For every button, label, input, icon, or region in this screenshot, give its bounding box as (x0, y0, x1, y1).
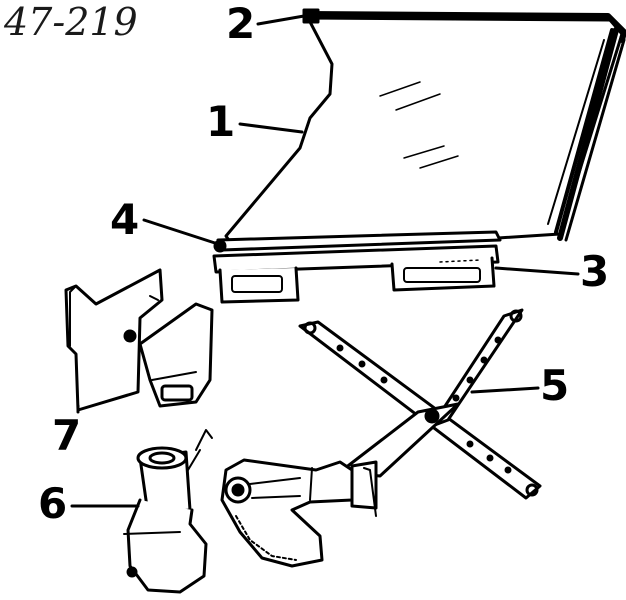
callout-label-4: 4 (110, 195, 140, 244)
leader-line-1 (238, 122, 304, 134)
reference-code: 47-219 (4, 0, 138, 44)
leader-line-5 (470, 386, 540, 394)
lower-glass-seal (213, 230, 502, 253)
callout-label-7: 7 (52, 411, 82, 460)
glass-run-channel (302, 8, 626, 242)
glass-channel-bracket (212, 244, 500, 304)
regulator-motor (123, 429, 213, 594)
mounting-bracket (64, 268, 214, 412)
regulator-arms (298, 308, 542, 517)
callout-label-1: 1 (206, 97, 236, 146)
leader-lines (70, 14, 580, 508)
leader-line-3 (494, 266, 580, 276)
callout-label-3: 3 (580, 247, 610, 296)
callout-label-6: 6 (38, 479, 68, 528)
callout-label-2: 2 (226, 0, 256, 48)
callout-label-5: 5 (540, 361, 570, 410)
leader-line-4 (142, 218, 220, 246)
regulator-gear-sector (220, 458, 354, 568)
leader-line-2 (256, 14, 306, 26)
